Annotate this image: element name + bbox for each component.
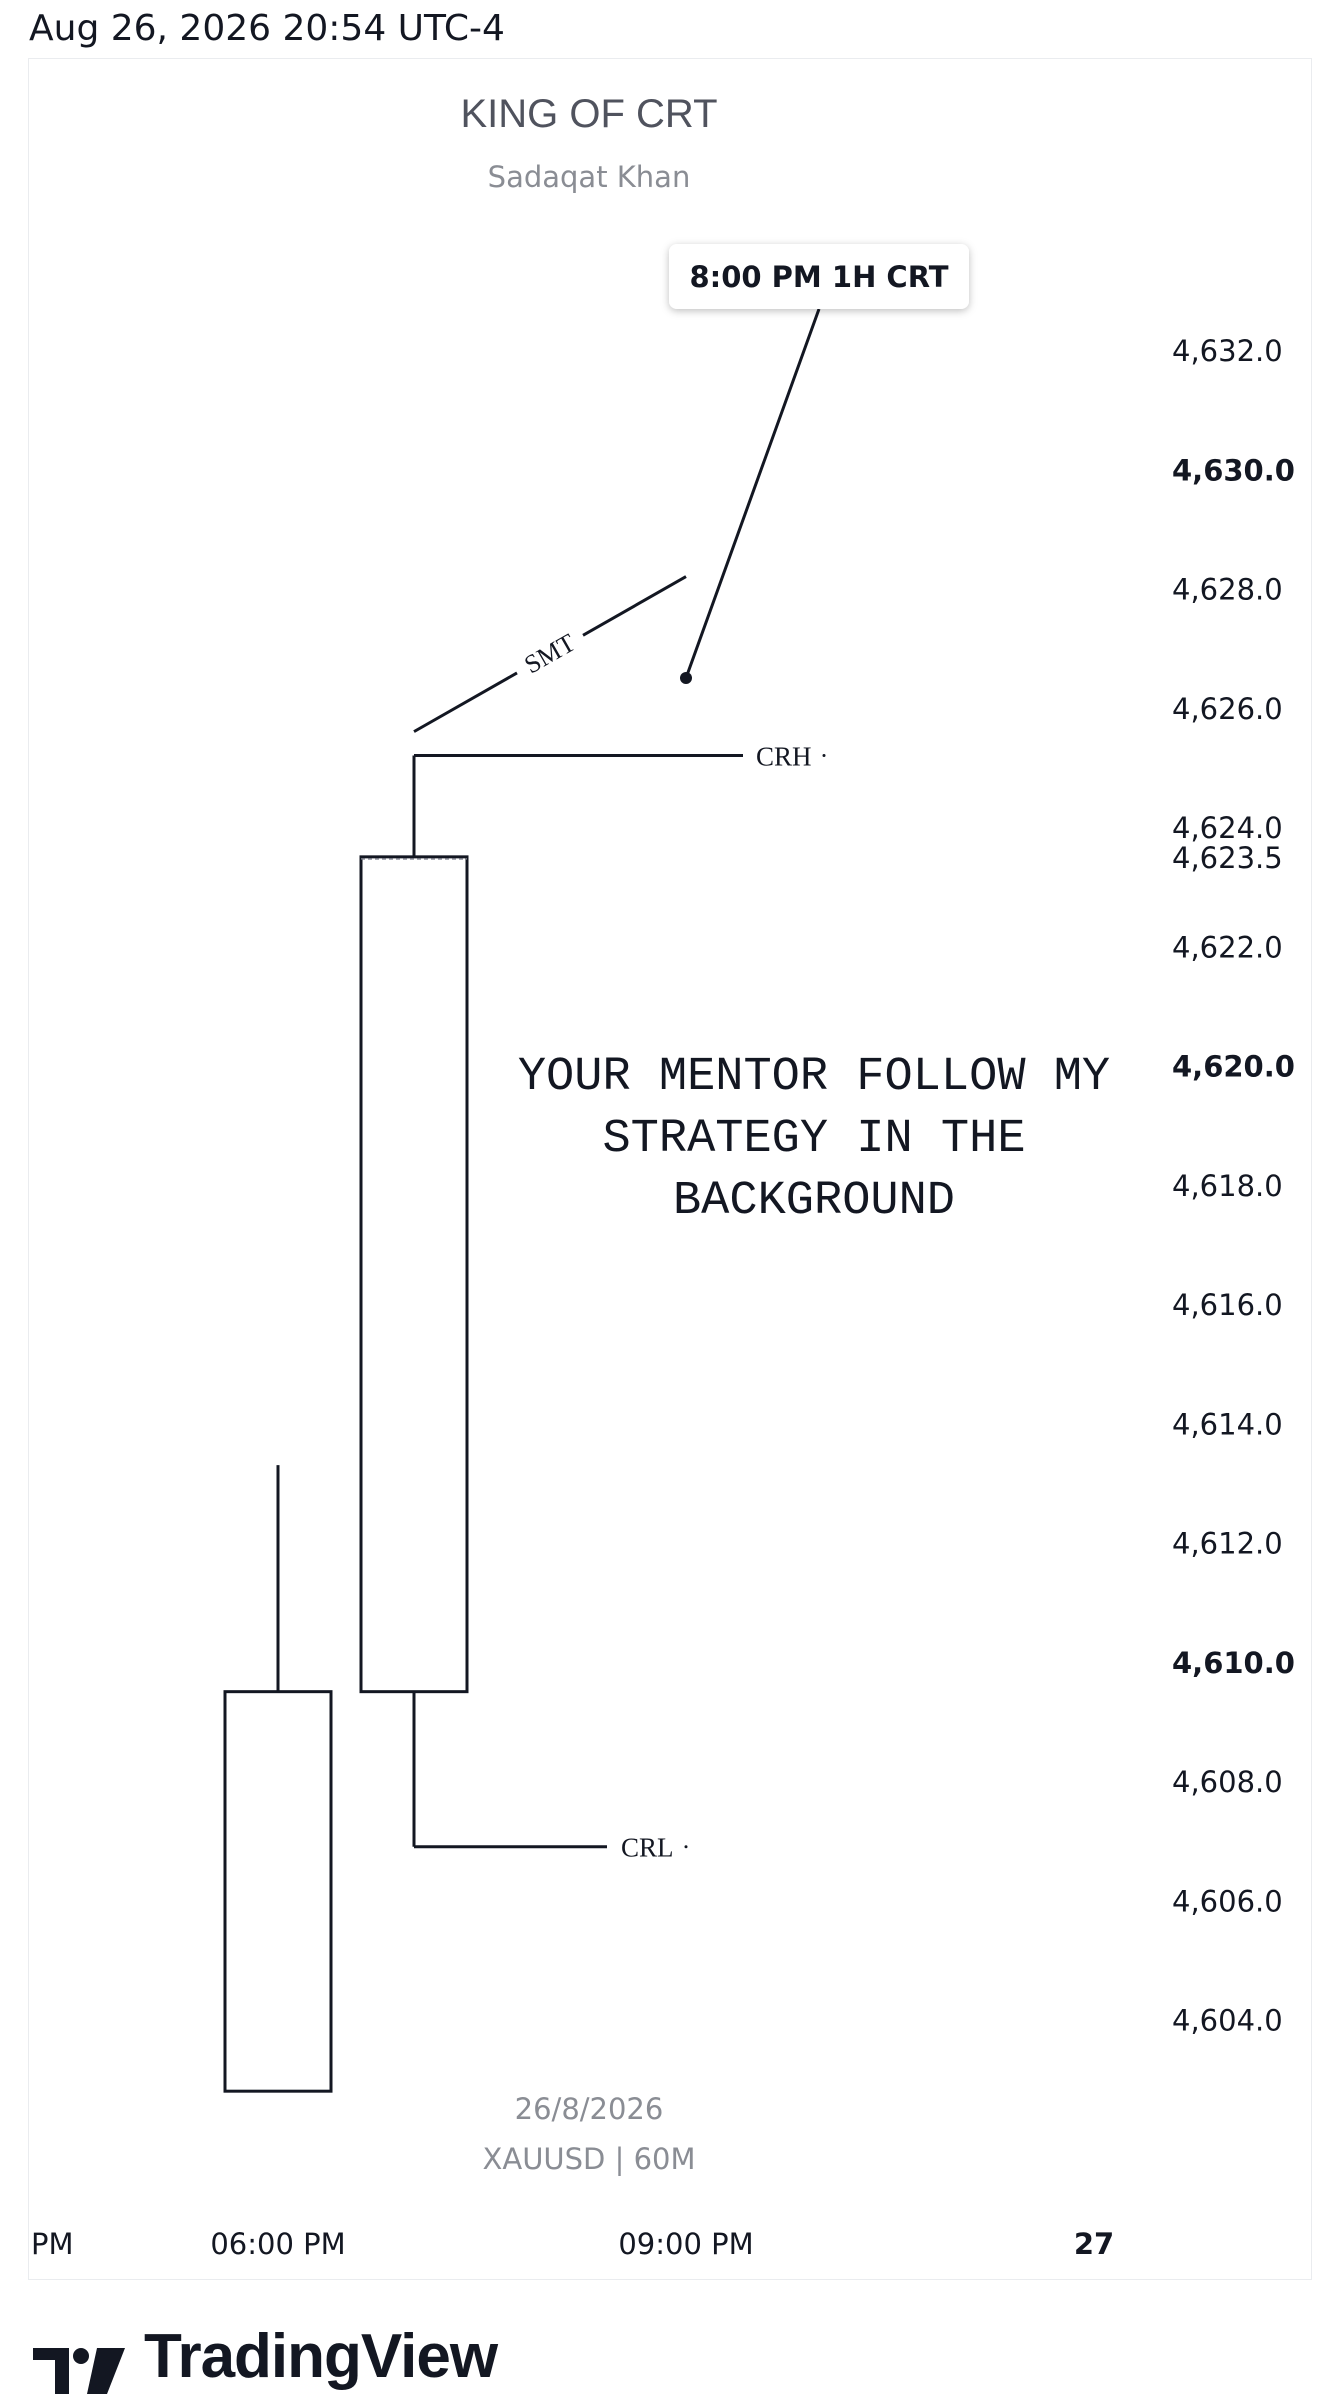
brand-name: TradingView xyxy=(144,2322,498,2391)
callout-pointer-line xyxy=(684,308,821,679)
drawings xyxy=(413,308,826,1849)
y-tick-label: 4,624.0 xyxy=(1172,811,1283,845)
y-tick-label: 4,604.0 xyxy=(1172,2004,1283,2038)
y-tick-label: 4,630.0 xyxy=(1172,453,1295,487)
y-tick-label: 4,618.0 xyxy=(1172,1169,1283,1203)
crt-callout[interactable]: 8:00 PM 1H CRT xyxy=(669,244,969,309)
y-tick-label: 4,622.0 xyxy=(1172,930,1283,964)
crh-label: CRH xyxy=(756,741,812,771)
y-tick-label: 4,632.0 xyxy=(1172,334,1283,368)
x-tick-label: 06:00 PM xyxy=(210,2227,345,2261)
crh-dot xyxy=(822,753,826,757)
y-tick-label: 4,608.0 xyxy=(1172,1765,1283,1799)
watermark-date: 26/8/2026 xyxy=(515,2092,664,2126)
candle-body xyxy=(223,1690,333,2093)
x-tick-label: 27 xyxy=(1074,2227,1114,2261)
smt-line xyxy=(413,671,518,733)
y-tick-label: 4,626.0 xyxy=(1172,692,1283,726)
y-tick-label: 4,623.5 xyxy=(1172,841,1283,875)
tradingview-logo[interactable]: TradingView xyxy=(33,2322,553,2400)
chart-canvas[interactable]: KING OF CRT Sadaqat Khan 26/8/2026 XAUUS… xyxy=(29,59,1313,2281)
y-tick-label: 4,606.0 xyxy=(1172,1884,1283,1918)
candle-body xyxy=(359,855,469,1694)
watermark-author: Sadaqat Khan xyxy=(488,160,691,194)
watermark-symbol: XAUUSD | 60M xyxy=(482,2142,695,2176)
strategy-text-line-2: STRATEGY IN THE xyxy=(602,1113,1025,1166)
smt-line xyxy=(582,575,687,637)
price-axis[interactable]: 4,632.0 4,630.0 4,628.0 4,626.0 4,624.04,623… xyxy=(1172,334,1295,2038)
time-axis[interactable]: PM 06:00 PM 09:00 PM 27 xyxy=(31,2227,1114,2261)
smt-label: SMT xyxy=(519,628,580,680)
crl-dot xyxy=(684,1845,688,1849)
watermark-title: KING OF CRT xyxy=(460,92,717,136)
chart-pane[interactable]: KING OF CRT Sadaqat Khan 26/8/2026 XAUUS… xyxy=(28,58,1312,2280)
tradingview-logo-icon xyxy=(33,2348,125,2394)
callout-anchor-dot xyxy=(680,671,692,684)
timestamp: Aug 26, 2026 20:54 UTC-4 xyxy=(29,8,505,49)
callout-box[interactable] xyxy=(669,244,969,309)
strategy-text-line-3: BACKGROUND xyxy=(673,1175,955,1228)
y-tick-label: 4,614.0 xyxy=(1172,1407,1283,1441)
x-tick-label: 09:00 PM xyxy=(618,2227,753,2261)
crl-label: CRL xyxy=(621,1833,674,1863)
x-tick-label: PM xyxy=(31,2227,74,2261)
y-tick-label: 4,612.0 xyxy=(1172,1527,1283,1561)
y-tick-label: 4,616.0 xyxy=(1172,1288,1283,1322)
strategy-text-line-1: YOUR MENTOR FOLLOW MY xyxy=(518,1051,1110,1104)
callout-label: 8:00 PM 1H CRT xyxy=(689,260,948,294)
y-tick-label: 4,628.0 xyxy=(1172,573,1283,607)
candles xyxy=(223,755,469,2093)
y-tick-label: 4,620.0 xyxy=(1172,1050,1295,1084)
y-tick-label: 4,610.0 xyxy=(1172,1646,1295,1680)
